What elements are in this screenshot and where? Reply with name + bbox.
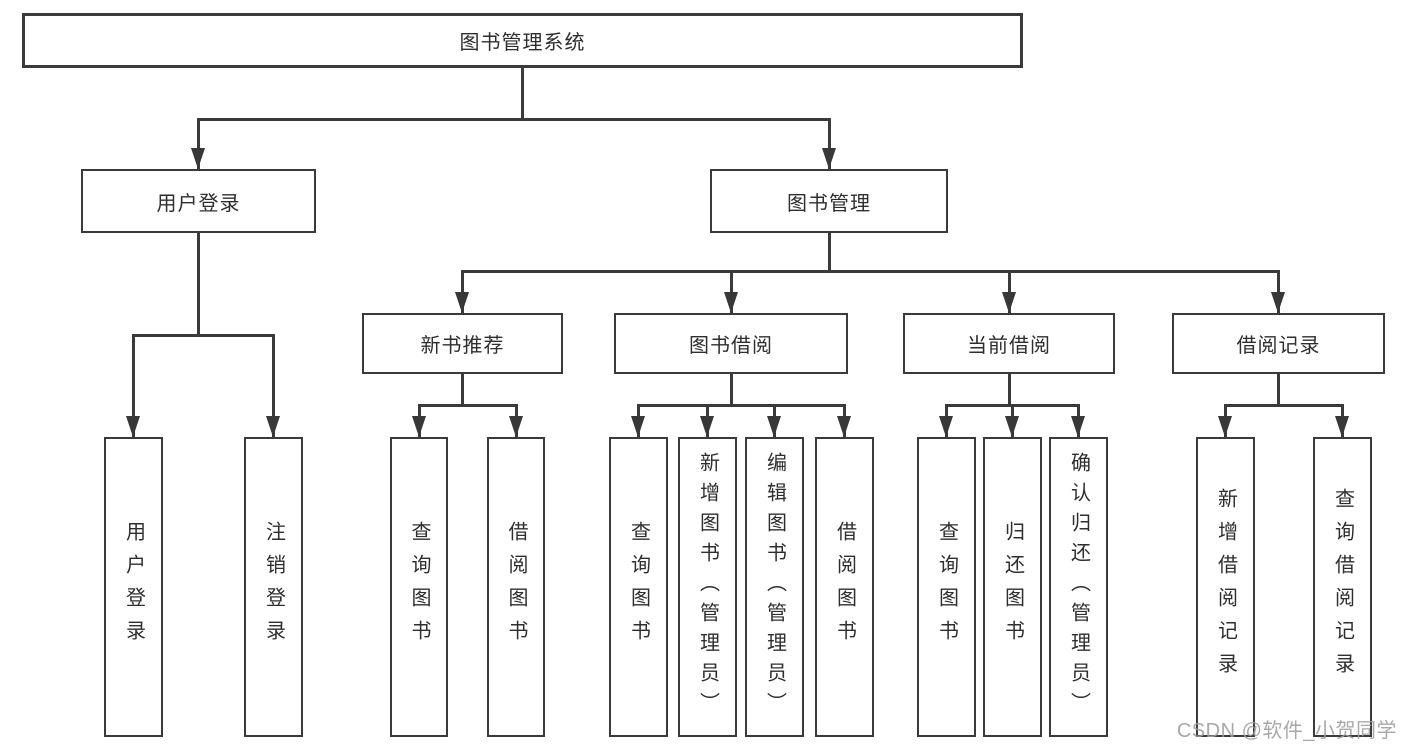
leaf-label: 查询图书: [935, 521, 958, 653]
leaf-label: 确认归还（管理员）: [1067, 452, 1090, 722]
arrowhead-return-books: [1005, 416, 1019, 437]
connector-drop-book-borrowing: [730, 270, 733, 313]
leaf-label: 借阅图书: [833, 521, 856, 653]
node-label: 借阅记录: [1236, 335, 1321, 357]
connector-recommend-hbar: [418, 404, 518, 407]
leaf-label: 用户登录: [122, 521, 145, 653]
node-user-login: 用户登录: [81, 169, 316, 233]
connector-recommend-trunk: [461, 374, 464, 407]
arrowhead-query-books-2: [631, 416, 645, 437]
arrowhead-confirm-return: [1071, 416, 1085, 437]
arrowhead-edit-books: [767, 416, 781, 437]
connector-drop-leaf-logout: [272, 334, 275, 437]
connector-records-trunk: [1277, 374, 1280, 407]
arrowhead-borrowing-records: [1271, 292, 1285, 313]
connector-drop-borrowing-records: [1277, 270, 1280, 313]
leaf-query-books-borrowing: 查询图书: [609, 437, 668, 737]
node-current-borrowing: 当前借阅: [903, 313, 1115, 374]
connector-borrowing-trunk: [730, 374, 733, 407]
leaf-logout: 注销登录: [244, 437, 303, 737]
arrowhead-user-login: [191, 148, 205, 169]
node-label: 图书借阅: [689, 335, 773, 357]
leaf-label: 新增图书（管理员）: [696, 452, 719, 722]
leaf-label: 查询图书: [627, 521, 650, 653]
connector-drop-new-book-recommend: [461, 270, 464, 313]
node-label: 新书推荐: [420, 335, 505, 357]
leaf-label: 注销登录: [262, 521, 285, 653]
arrowhead-add-record: [1218, 416, 1232, 437]
connector-root-hbar: [197, 118, 830, 121]
connector-drop-leaf-user-login: [132, 334, 135, 437]
connector-drop-user-login: [197, 118, 200, 169]
leaf-edit-books-admin: 编辑图书（管理员）: [745, 437, 804, 737]
leaf-borrow-books-recommend: 借阅图书: [487, 437, 545, 737]
node-book-management: 图书管理: [710, 169, 948, 233]
connector-current-trunk: [1008, 374, 1011, 407]
csdn-watermark: CSDN @软件_小贺同学: [1176, 720, 1397, 742]
node-book-borrowing: 图书借阅: [614, 313, 848, 374]
node-borrowing-records: 借阅记录: [1172, 313, 1385, 374]
leaf-query-borrow-record: 查询借阅记录: [1313, 437, 1372, 737]
node-new-book-recommend: 新书推荐: [362, 313, 563, 374]
connector-bookmgmt-trunk: [828, 233, 831, 272]
leaf-borrow-books-borrowing: 借阅图书: [815, 437, 874, 737]
connector-borrowing-hbar: [637, 404, 845, 407]
arrowhead-add-books: [700, 416, 714, 437]
leaf-add-borrow-record: 新增借阅记录: [1196, 437, 1255, 737]
leaf-user-login: 用户登录: [104, 437, 163, 737]
node-label: 图书管理系统: [459, 32, 586, 54]
leaf-label: 归还图书: [1001, 521, 1024, 653]
arrowhead-book-management: [822, 148, 836, 169]
arrowhead-query-record: [1335, 416, 1349, 437]
leaf-label: 新增借阅记录: [1214, 488, 1237, 686]
node-library-management-system: 图书管理系统: [22, 13, 1023, 68]
leaf-label: 编辑图书（管理员）: [763, 452, 786, 722]
connector-drop-book-management: [828, 118, 831, 169]
arrowhead-query-books-3: [939, 416, 953, 437]
connector-userlogin-trunk: [197, 233, 200, 336]
leaf-query-books-current: 查询图书: [917, 437, 976, 737]
leaf-label: 查询图书: [408, 521, 430, 653]
arrowhead-query-books-1: [412, 416, 426, 437]
node-label: 用户登录: [156, 192, 241, 215]
connector-userlogin-hbar: [132, 334, 274, 337]
connector-root-trunk: [521, 68, 524, 120]
arrowhead-current-borrowing: [1002, 292, 1016, 313]
leaf-return-books: 归还图书: [983, 437, 1042, 737]
connector-bookmgmt-hbar: [461, 270, 1279, 273]
node-label: 当前借阅: [967, 335, 1051, 357]
leaf-label: 查询借阅记录: [1331, 488, 1354, 686]
connector-drop-current-borrowing: [1008, 270, 1011, 313]
leaf-add-books-admin: 新增图书（管理员）: [678, 437, 737, 737]
leaf-confirm-return-admin: 确认归还（管理员）: [1049, 437, 1108, 737]
arrowhead-leaf-logout: [266, 416, 280, 437]
arrowhead-leaf-user-login: [126, 416, 140, 437]
leaf-label: 借阅图书: [505, 521, 527, 653]
arrowhead-new-book-recommend: [455, 292, 469, 313]
node-label: 图书管理: [787, 192, 871, 215]
leaf-query-books-recommend: 查询图书: [390, 437, 448, 737]
arrowhead-book-borrowing: [724, 292, 738, 313]
arrowhead-borrow-books-1: [509, 416, 523, 437]
arrowhead-borrow-books-2: [837, 416, 851, 437]
connector-records-hbar: [1224, 404, 1343, 407]
